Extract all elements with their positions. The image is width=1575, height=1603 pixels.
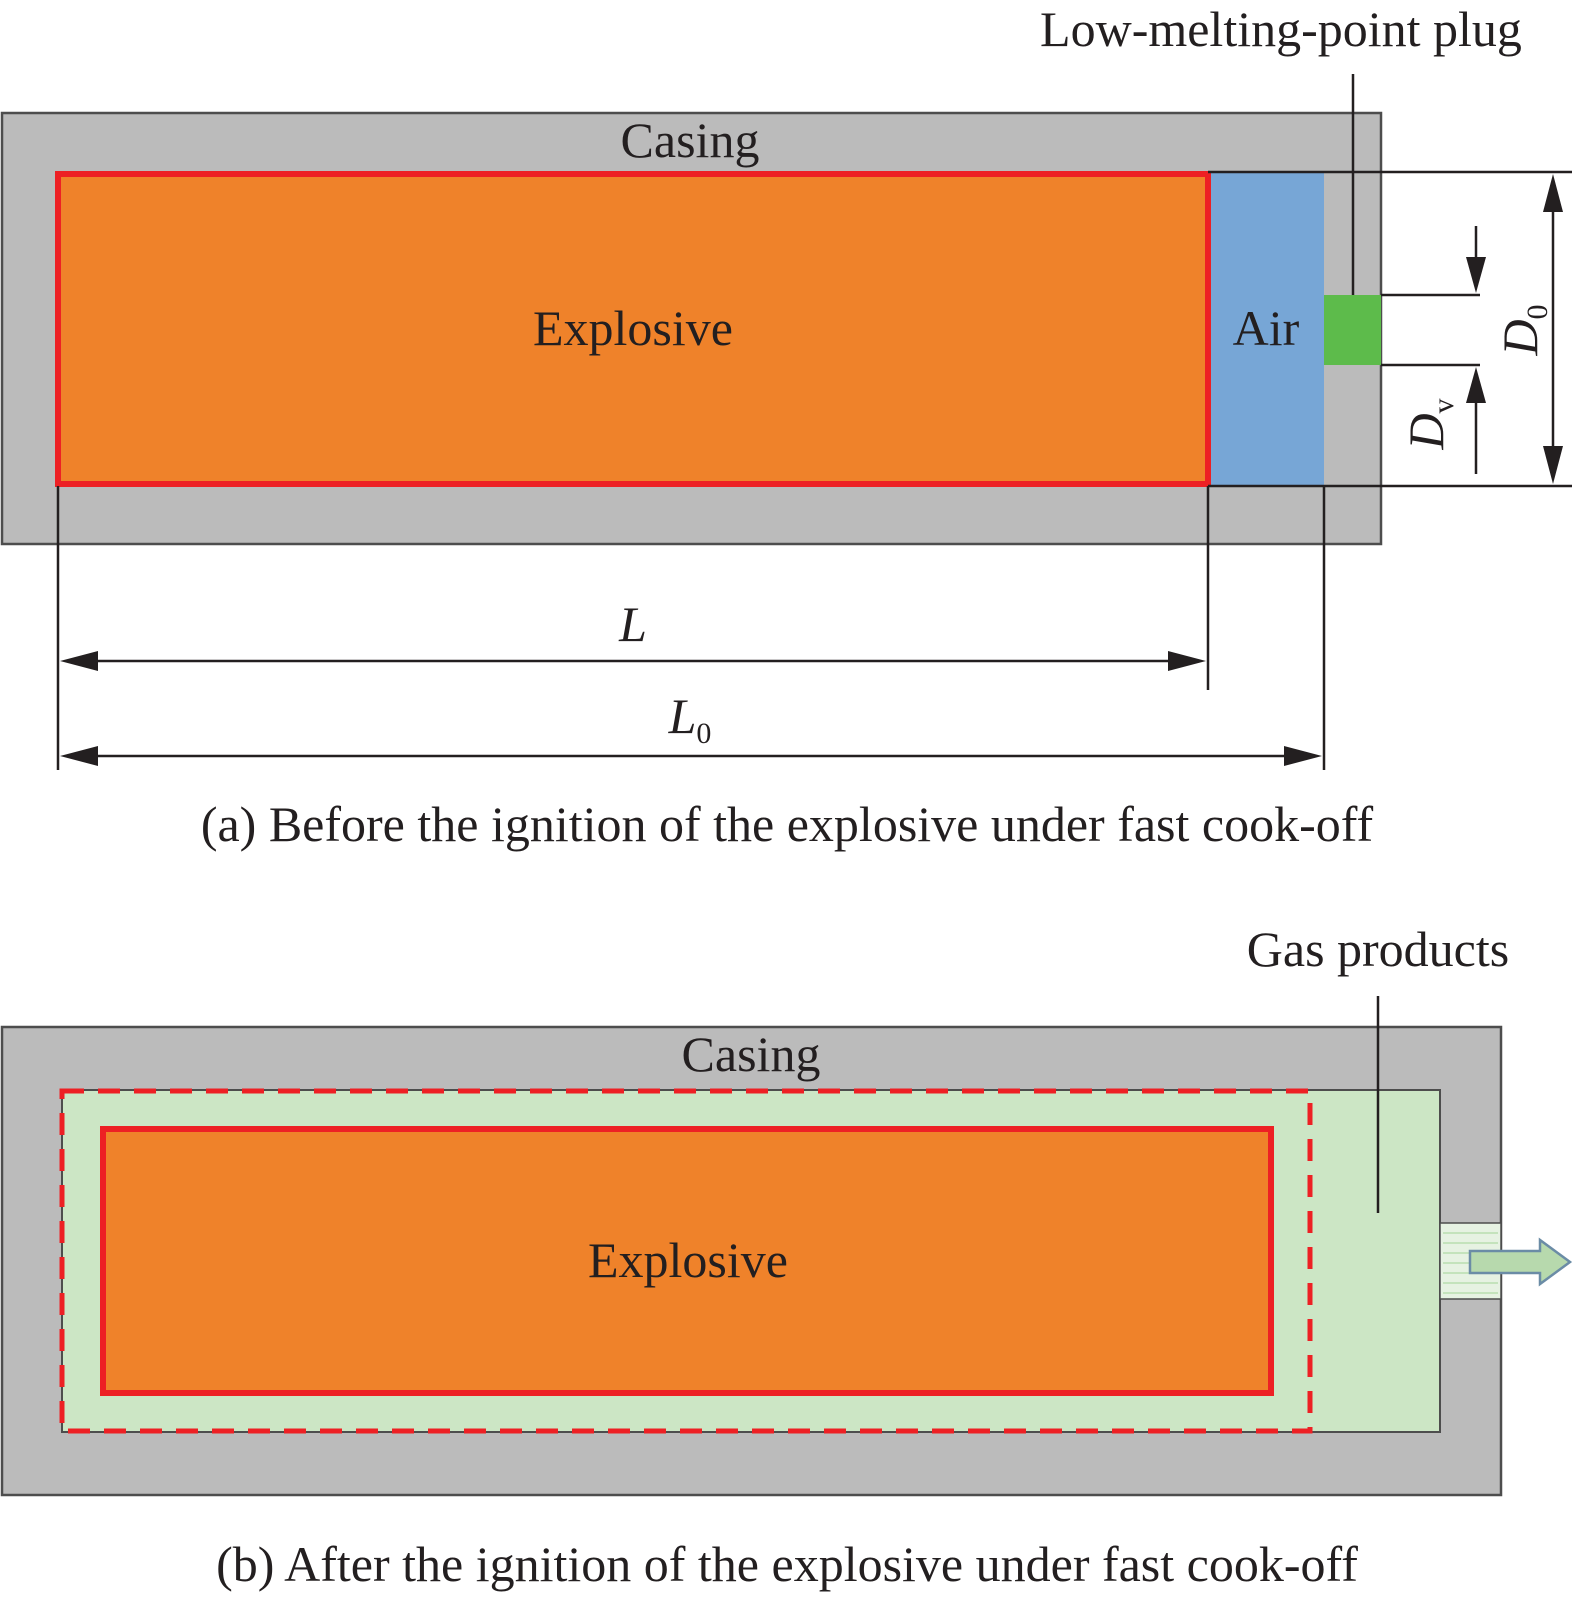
dv-arrow-top (1466, 257, 1486, 293)
panel-b: Gas products Casing Explosive (b) After … (0, 921, 1573, 1592)
explosive-a (55, 171, 1211, 487)
plug-label: Low-melting-point plug (1040, 1, 1522, 57)
air-region (1208, 172, 1324, 486)
l-arrow-right (1168, 651, 1206, 671)
d0-label: D0 (1492, 304, 1554, 356)
gas-products-label: Gas products (1247, 921, 1509, 977)
explosive-label-b: Explosive (588, 1232, 788, 1288)
caption-b: (b) After the ignition of the explosive … (216, 1536, 1358, 1592)
dv-label: Dv (1398, 398, 1460, 450)
l-arrow-left (60, 651, 98, 671)
dv-arrow-bottom (1466, 367, 1486, 403)
l0-arrow-left (60, 746, 98, 766)
original-explosive-boundary (59, 1088, 1313, 1434)
outflow-arrow (1468, 1237, 1573, 1287)
casing-label-a: Casing (621, 112, 760, 168)
casing-label-b: Casing (682, 1026, 821, 1082)
l-label: L (618, 596, 647, 652)
l0-arrow-right (1284, 746, 1322, 766)
air-label: Air (1233, 300, 1300, 356)
explosive-b (100, 1126, 1274, 1396)
caption-a: (a) Before the ignition of the explosive… (201, 796, 1374, 852)
d0-arrow-top (1543, 174, 1563, 212)
l0-label: L0 (668, 688, 712, 750)
explosive-label-a: Explosive (533, 300, 733, 356)
panel-a: Low-melting-point plug Casing Explosive … (0, 1, 1572, 852)
d0-arrow-bottom (1543, 446, 1563, 484)
low-melting-point-plug (1324, 295, 1381, 365)
